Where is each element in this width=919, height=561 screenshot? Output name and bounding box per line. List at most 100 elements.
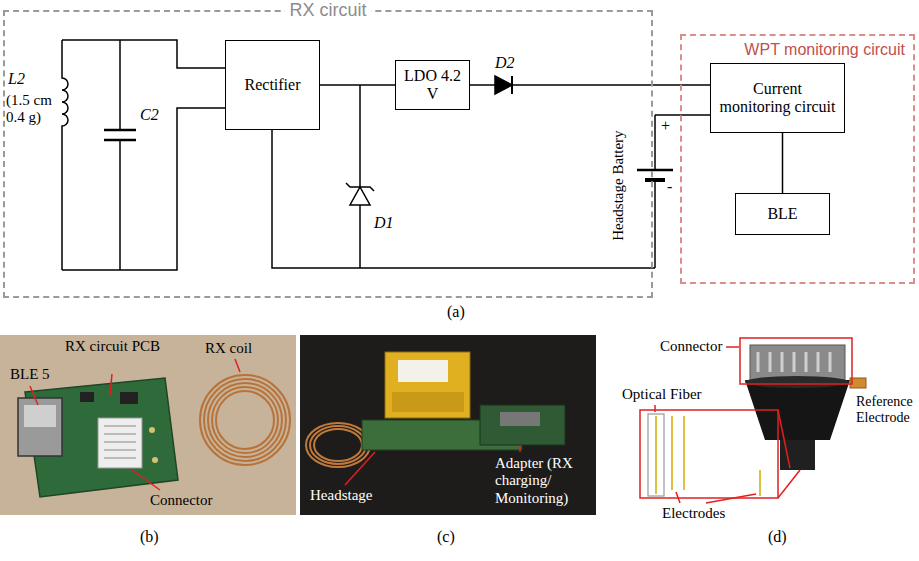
monitor-block: Current monitoring circuit	[710, 63, 845, 133]
coil-spec: (1.5 cm 0.4 g)	[6, 92, 60, 127]
polarity-mark: -	[667, 178, 672, 196]
circuit-wire	[654, 180, 656, 268]
headstage-photo	[314, 429, 362, 461]
dashed-group-box: WPT monitoring circuitCurrent monitoring…	[680, 34, 915, 284]
pcb-photo	[24, 405, 56, 427]
implant-connector-drawing	[750, 345, 845, 380]
pcb-photo	[0, 335, 296, 515]
callout-label: Connector	[150, 492, 212, 509]
leader-line	[345, 446, 520, 485]
callout-label: Connector	[660, 338, 722, 355]
block-label: LDO 4.2 V	[402, 67, 463, 104]
leader-line	[235, 359, 240, 372]
pcb-photo	[0, 335, 296, 515]
callout-label: RX coil	[205, 340, 252, 357]
callout-frame	[640, 338, 852, 498]
callout-frame	[640, 410, 778, 498]
panel-label: (b)	[140, 528, 159, 546]
block-label: Rectifier	[245, 76, 301, 94]
electrode-inset	[671, 416, 673, 490]
implant-connector-drawing	[745, 345, 866, 470]
leader-line	[132, 470, 160, 490]
callout-label: Optical Fiber	[622, 386, 702, 403]
electrode-inset	[759, 470, 761, 496]
leader-line	[654, 405, 656, 412]
callout-frame	[778, 410, 790, 468]
pcb-photo	[120, 392, 138, 404]
pcb-photo	[18, 398, 62, 456]
rx-coil-photo	[200, 375, 290, 465]
panel-label: (c)	[437, 528, 455, 546]
rectifier-block: Rectifier	[225, 40, 320, 130]
pcb-photo	[149, 427, 155, 433]
callout-frame	[740, 338, 852, 384]
battery-label: Headstage Battery	[610, 130, 627, 240]
circuit-wire	[272, 130, 655, 268]
pcb-photo	[80, 392, 94, 402]
callout-label: Adapter (RX charging/ Monitoring)	[495, 455, 590, 507]
circuit-wire	[320, 84, 395, 86]
pcb-photo	[152, 457, 158, 463]
leader-line	[110, 374, 112, 395]
ble-block: BLE	[735, 193, 830, 235]
component-label: L2	[8, 70, 25, 88]
circuit-wire	[655, 114, 710, 116]
rx-coil-photo	[216, 391, 274, 449]
headstage-photo	[310, 426, 366, 464]
implant-connector-drawing	[758, 352, 830, 372]
callout-frame	[778, 470, 800, 498]
battery-symbol	[637, 169, 673, 172]
headstage-photo	[500, 412, 540, 426]
component-label: D1	[374, 214, 394, 232]
panel-label: (a)	[447, 303, 465, 321]
diode-symbol	[511, 76, 513, 94]
pcb-photo	[104, 426, 136, 458]
leader-line	[519, 446, 521, 452]
headstage-photo	[300, 335, 596, 515]
rx-coil-photo	[212, 387, 278, 453]
pcb-photo	[0, 335, 296, 515]
ldo-block: LDO 4.2 V	[395, 60, 470, 110]
callout-label: RX circuit PCB	[65, 338, 160, 355]
polarity-mark: +	[661, 117, 670, 135]
implant-connector-drawing	[745, 376, 849, 388]
circuit-wire	[119, 140, 121, 270]
circuit-wire	[119, 40, 121, 130]
electrode-inset	[655, 416, 657, 494]
callout-label: Electrodes	[662, 505, 725, 522]
battery-symbol	[645, 178, 665, 182]
circuit-wire	[654, 115, 656, 170]
leader-line	[676, 492, 680, 503]
headstage-photo	[385, 352, 470, 418]
circuit-wire	[62, 40, 225, 68]
electrode-inset	[648, 414, 664, 496]
callout-label: BLE 5	[10, 366, 50, 383]
headstage-photo	[306, 423, 370, 467]
capacitor-symbol	[104, 129, 136, 132]
diode-symbol	[495, 76, 512, 94]
headstage-photo	[392, 392, 464, 412]
circuit-wire	[359, 85, 361, 268]
leader-line	[345, 452, 375, 485]
rx-coil-photo	[204, 379, 286, 461]
block-label: BLE	[767, 205, 797, 223]
circuit-wire	[62, 40, 68, 270]
leader-line	[30, 359, 240, 490]
callout-label: Reference Electrode	[856, 394, 916, 426]
callout-label: Headstage	[310, 487, 372, 504]
block-label: Current monitoring circuit	[717, 80, 838, 117]
rx-coil-photo	[200, 375, 290, 465]
diode-symbol	[495, 76, 512, 94]
circuit-wire	[62, 108, 225, 270]
electrode-inset	[648, 414, 760, 496]
leader-line	[655, 347, 756, 503]
zener-diode-symbol	[346, 183, 374, 205]
leader-line	[726, 346, 739, 348]
panel-label: (d)	[768, 528, 787, 546]
leader-line	[706, 494, 756, 503]
headstage-photo	[300, 335, 596, 515]
pcb-photo	[98, 418, 142, 468]
component-label: D2	[495, 54, 515, 72]
circuit-wire	[62, 40, 710, 270]
